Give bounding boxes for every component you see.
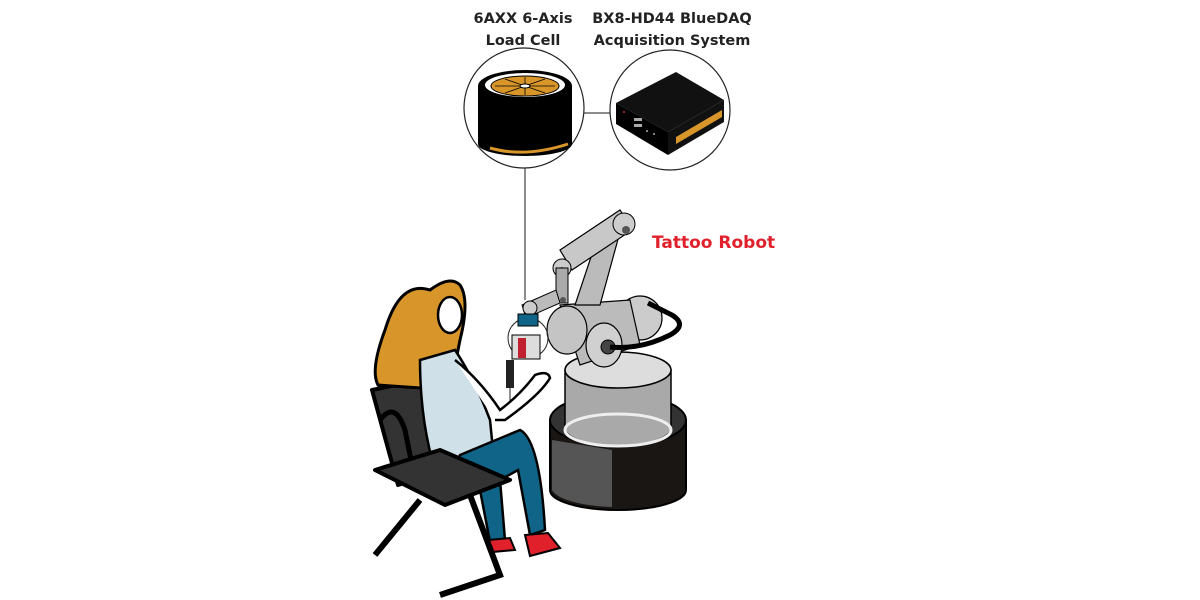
daq-label-line1: BX8-HD44 BlueDAQ <box>592 11 752 27</box>
daq-label: BX8-HD44 BlueDAQ Acquisition System <box>587 8 757 52</box>
tattoo-robot-label: Tattoo Robot <box>652 233 776 253</box>
daq-label-line2: Acquisition System <box>593 33 751 49</box>
load-cell-label-line1: 6AXX 6-Axis <box>473 11 573 27</box>
daq-device-icon <box>609 49 731 171</box>
load-cell-label: 6AXX 6-Axis Load Cell <box>443 8 603 52</box>
load-cell-label-line2: Load Cell <box>485 33 561 49</box>
tattoo-robot <box>506 209 687 511</box>
person-on-chair <box>370 279 562 598</box>
load-cell-icon <box>463 47 585 169</box>
